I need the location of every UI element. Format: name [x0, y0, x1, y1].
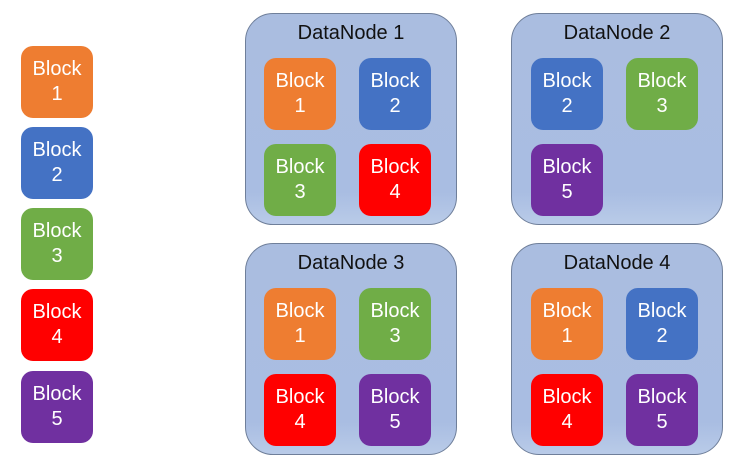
block-number: 1 [51, 83, 63, 105]
block-label: Block [32, 58, 82, 80]
block-label: Block [542, 156, 592, 178]
node3-block-3: Block 3 [359, 288, 431, 360]
block-number: 4 [51, 326, 63, 348]
block-label: Block [542, 386, 592, 408]
block-number: 3 [389, 325, 401, 347]
legend-block-4: Block 4 [21, 289, 93, 361]
node1-block-4: Block 4 [359, 144, 431, 216]
block-number: 3 [294, 181, 306, 203]
datanode-4: DataNode 4 Block 1 Block 2 Block 4 Block… [511, 243, 723, 455]
node2-block-2: Block 2 [531, 58, 603, 130]
node4-block-2: Block 2 [626, 288, 698, 360]
legend-block-3: Block 3 [21, 208, 93, 280]
node2-block-3: Block 3 [626, 58, 698, 130]
block-number: 5 [51, 408, 63, 430]
legend-block-2: Block 2 [21, 127, 93, 199]
datanode-2: DataNode 2 Block 2 Block 3 Block 5 [511, 13, 723, 225]
block-label: Block [637, 70, 687, 92]
block-number: 3 [656, 95, 668, 117]
node2-block-5: Block 5 [531, 144, 603, 216]
datanode-1: DataNode 1 Block 1 Block 2 Block 3 Block… [245, 13, 457, 225]
block-label: Block [275, 70, 325, 92]
block-number: 5 [561, 181, 573, 203]
legend-block-1: Block 1 [21, 46, 93, 118]
block-number: 1 [294, 325, 306, 347]
block-label: Block [32, 139, 82, 161]
block-label: Block [542, 300, 592, 322]
node4-block-5: Block 5 [626, 374, 698, 446]
datanode-3: DataNode 3 Block 1 Block 3 Block 4 Block… [245, 243, 457, 455]
block-number: 5 [389, 411, 401, 433]
block-label: Block [275, 300, 325, 322]
block-label: Block [370, 386, 420, 408]
block-number: 5 [656, 411, 668, 433]
block-label: Block [542, 70, 592, 92]
datanode-title: DataNode 3 [297, 252, 405, 274]
block-label: Block [32, 220, 82, 242]
block-number: 1 [294, 95, 306, 117]
block-label: Block [637, 386, 687, 408]
block-label: Block [32, 301, 82, 323]
block-number: 3 [51, 245, 63, 267]
block-number: 2 [389, 95, 401, 117]
block-label: Block [370, 300, 420, 322]
block-label: Block [275, 386, 325, 408]
block-label: Block [637, 300, 687, 322]
block-number: 4 [294, 411, 306, 433]
node3-block-5: Block 5 [359, 374, 431, 446]
node3-block-4: Block 4 [264, 374, 336, 446]
block-number: 2 [561, 95, 573, 117]
block-label: Block [370, 70, 420, 92]
node4-block-4: Block 4 [531, 374, 603, 446]
block-number: 4 [561, 411, 573, 433]
datanode-title: DataNode 2 [563, 22, 671, 44]
block-number: 1 [561, 325, 573, 347]
datanode-title: DataNode 1 [297, 22, 405, 44]
node3-block-1: Block 1 [264, 288, 336, 360]
legend-block-5: Block 5 [21, 371, 93, 443]
block-label: Block [32, 383, 82, 405]
block-number: 4 [389, 181, 401, 203]
node1-block-2: Block 2 [359, 58, 431, 130]
node1-block-1: Block 1 [264, 58, 336, 130]
block-label: Block [275, 156, 325, 178]
node4-block-1: Block 1 [531, 288, 603, 360]
datanode-title: DataNode 4 [563, 252, 671, 274]
node1-block-3: Block 3 [264, 144, 336, 216]
block-number: 2 [656, 325, 668, 347]
block-number: 2 [51, 164, 63, 186]
block-label: Block [370, 156, 420, 178]
